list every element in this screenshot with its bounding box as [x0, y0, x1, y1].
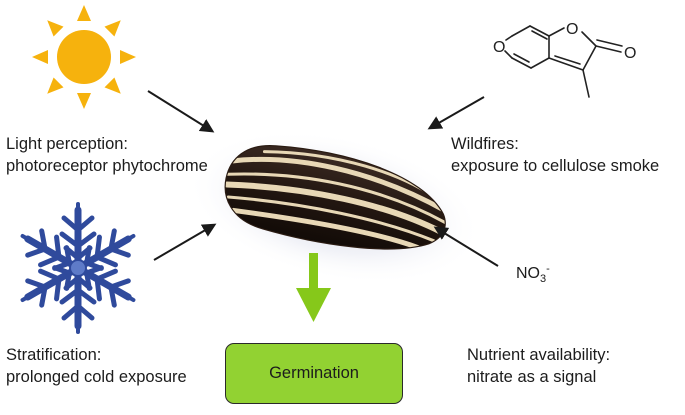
stratification-detail: prolonged cold exposure — [6, 368, 187, 386]
stratification-title: Stratification: — [6, 346, 102, 364]
arrow-wildfire-to-seed — [427, 96, 485, 130]
arrow-nitrate-to-seed — [433, 226, 499, 267]
light-perception-detail: photoreceptor phytochrome — [6, 157, 208, 175]
sun-icon — [32, 5, 136, 109]
sunflower-seed-icon — [186, 130, 482, 285]
arrow-light-to-seed — [147, 90, 215, 133]
nitrate-superscript: - — [546, 263, 550, 275]
molecule-oxygen-ring: O — [493, 39, 505, 56]
wildfires-detail: exposure to cellulose smoke — [451, 157, 660, 175]
molecule-oxygen-carbonyl: O — [624, 45, 636, 62]
nutrient-availability-label: Nutrient availability: nitrate as a sign… — [467, 344, 610, 388]
nitrate-formula: NO3- — [516, 263, 550, 285]
wildfires-label: Wildfires: exposure to cellulose smoke — [451, 133, 659, 177]
nitrate-subscript: 3 — [540, 273, 547, 285]
arrow-cold-to-seed — [153, 223, 217, 261]
light-perception-label: Light perception: photoreceptor phytochr… — [6, 133, 208, 177]
germination-label: Germination — [269, 364, 359, 382]
butenolide-molecule-icon — [504, 25, 623, 98]
nutrient-availability-title: Nutrient availability: — [467, 346, 611, 364]
stratification-label: Stratification: prolonged cold exposure — [6, 344, 187, 388]
nutrient-availability-detail: nitrate as a signal — [467, 368, 597, 386]
light-perception-title: Light perception: — [6, 135, 129, 153]
germination-arrow — [296, 253, 331, 322]
nitrate-base: NO — [516, 265, 540, 282]
germination-box: Germination — [225, 343, 403, 404]
molecule-oxygen-furanone: O — [566, 21, 578, 38]
wildfires-title: Wildfires: — [451, 135, 519, 153]
snowflake-icon — [15, 202, 142, 332]
